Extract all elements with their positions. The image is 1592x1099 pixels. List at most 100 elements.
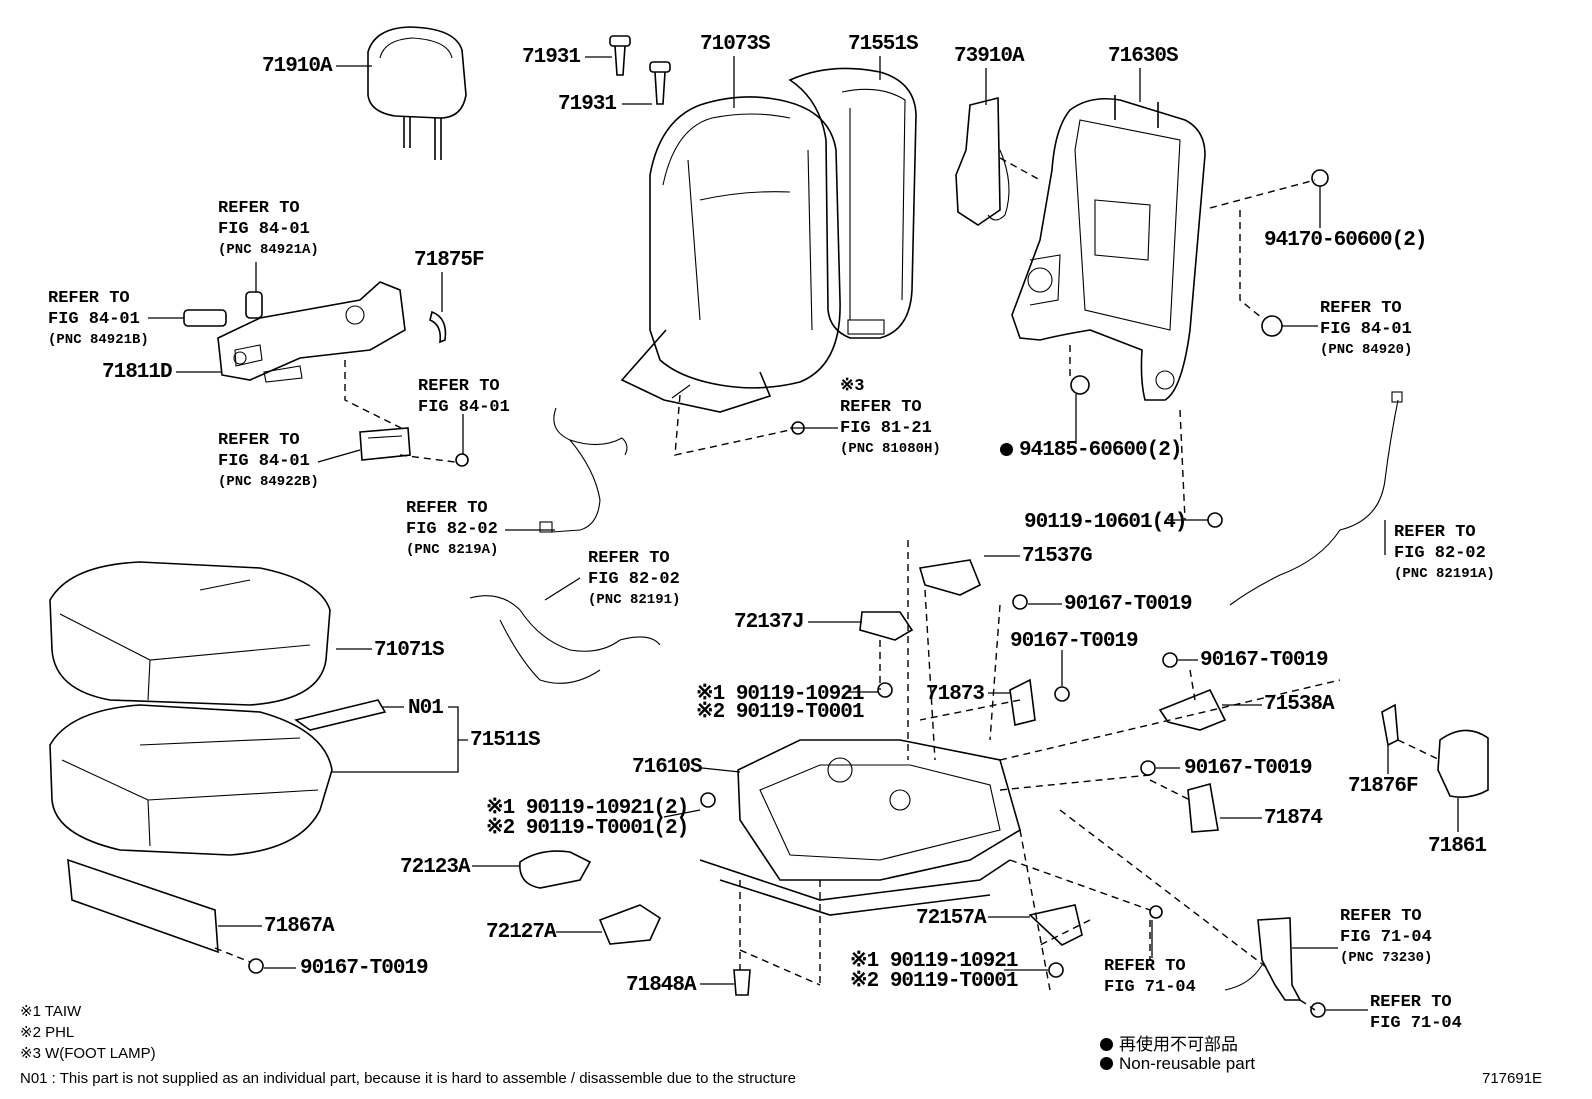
part-number-71071S[interactable]: 71071S <box>374 639 445 662</box>
refer-line: REFER TO <box>418 377 500 396</box>
part-number-71875F[interactable]: 71875F <box>414 249 485 272</box>
part-number-71511S[interactable]: 71511S <box>470 729 541 752</box>
part-number-90167-T0019-d[interactable]: 90167-T0019 <box>1184 757 1313 780</box>
recliner-cover-drawing <box>217 281 406 383</box>
mark-1: ※1 <box>696 683 725 706</box>
part-number-text: 90119-10921 <box>889 950 1019 973</box>
part-number-71874[interactable]: 71874 <box>1264 807 1323 830</box>
part-number-90167-T0019-b[interactable]: 90167-T0019 <box>1010 630 1139 653</box>
part-number-text: 90119-10921 <box>735 683 865 706</box>
refer-line: FIG 82-02 <box>1394 544 1486 563</box>
leader-lines <box>148 56 1459 1011</box>
part-number-71876F[interactable]: 71876F <box>1348 775 1419 798</box>
seatback-frame-drawing <box>1011 95 1206 401</box>
part-number-71537G[interactable]: 71537G <box>1022 545 1093 568</box>
refer-line: FIG 81-21 <box>840 419 932 438</box>
seatback-board-drawing <box>788 67 917 339</box>
refer-to-fig-82-02-a[interactable]: REFER TO FIG 82-02 (PNC 8219A) <box>406 498 498 561</box>
pnc-line: (PNC 81080H) <box>840 441 941 457</box>
part-number-72127A[interactable]: 72127A <box>486 921 557 944</box>
part-number-71931-lower[interactable]: 71931 <box>558 93 617 116</box>
part-number-71610S[interactable]: 71610S <box>632 756 703 779</box>
refer-line: REFER TO <box>1104 957 1186 976</box>
part-number-71910A[interactable]: 71910A <box>262 55 333 78</box>
refer-line: REFER TO <box>406 499 488 518</box>
part-number-72157A[interactable]: 72157A <box>916 907 987 930</box>
cushion-shield-drawing <box>67 858 264 974</box>
pnc-line: (PNC 73230) <box>1340 950 1433 966</box>
footnote-1: ※1 TAIW <box>20 1003 82 1020</box>
part-number-90119-10921-a[interactable]: ※1 90119-10921 <box>696 683 865 706</box>
refer-line: REFER TO <box>1320 299 1402 318</box>
part-number-72137J[interactable]: 72137J <box>734 611 805 634</box>
refer-line: FIG 82-02 <box>406 520 498 539</box>
refer-line: FIG 82-02 <box>588 570 680 589</box>
refer-line: REFER TO <box>588 549 670 568</box>
refer-to-fig-84-01-e[interactable]: REFER TO FIG 84-01 (PNC 84920) <box>1320 298 1412 361</box>
switch-knobs <box>183 291 447 344</box>
refer-line: FIG 84-01 <box>1320 320 1412 339</box>
part-number-73910A[interactable]: 73910A <box>954 45 1025 68</box>
refer-line: FIG 84-01 <box>218 452 310 471</box>
pnc-line: (PNC 8219A) <box>406 542 499 558</box>
refer-line: FIG 71-04 <box>1104 978 1196 997</box>
footnote-n01: N01 : This part is not supplied as an in… <box>20 1070 796 1087</box>
legend-en-text: Non-reusable part <box>1119 1054 1256 1073</box>
refer-to-fig-71-04-a[interactable]: REFER TO FIG 71-04 <box>1104 956 1196 998</box>
seatback-cover-drawing <box>620 96 841 413</box>
non-reusable-dot-icon <box>1000 443 1013 456</box>
part-number-71538A[interactable]: 71538A <box>1264 693 1335 716</box>
mark-2: ※2 <box>850 970 879 993</box>
part-number-90119-10921-2[interactable]: ※1 90119-10921(2) <box>486 797 689 820</box>
part-number-71873[interactable]: 71873 <box>926 683 985 706</box>
part-number-90167-T0019-e[interactable]: 90167-T0019 <box>300 957 429 980</box>
part-number-94170-60600[interactable]: 94170-60600(2) <box>1264 229 1427 252</box>
part-number-71867A[interactable]: 71867A <box>264 915 335 938</box>
part-number-N01[interactable]: N01 <box>408 697 444 720</box>
non-reusable-dot-icon <box>1100 1038 1113 1051</box>
mark-2: ※2 <box>486 817 515 840</box>
part-number-90119-T0001-2[interactable]: ※2 90119-T0001(2) <box>486 817 689 840</box>
part-number-90119-T0001-b[interactable]: ※2 90119-T0001 <box>850 970 1019 993</box>
refer-to-fig-84-01-c[interactable]: REFER TO FIG 84-01 <box>418 376 510 418</box>
part-number-71848A[interactable]: 71848A <box>626 974 697 997</box>
seat-adjuster-drawing <box>699 739 1021 916</box>
bracket-parts <box>519 559 1489 1001</box>
mark-3: ※3 <box>840 377 865 396</box>
fasteners <box>700 169 1329 1018</box>
part-number-71073S[interactable]: 71073S <box>700 33 771 56</box>
part-number-90167-T0019-c[interactable]: 90167-T0019 <box>1200 649 1329 672</box>
part-number-90119-T0001-a[interactable]: ※2 90119-T0001 <box>696 702 864 723</box>
part-number-90167-T0019-a[interactable]: 90167-T0019 <box>1064 593 1193 616</box>
legend-jp: 再使用不可部品 <box>1100 1030 1238 1055</box>
wire-harnesses <box>469 391 1403 684</box>
mark-1: ※1 <box>486 797 515 820</box>
part-number-71861[interactable]: 71861 <box>1428 835 1487 858</box>
refer-line: REFER TO <box>1340 907 1422 926</box>
cushion-cover-drawing <box>49 561 331 706</box>
part-number-90119-10921-b[interactable]: ※1 90119-10921 <box>850 950 1019 973</box>
diagram-code: 717691E <box>1482 1070 1543 1087</box>
part-number-94185-60600[interactable]: 94185-60600(2) <box>1000 440 1182 461</box>
part-number-text: 90119-T0001 <box>889 970 1019 993</box>
part-number-71551S[interactable]: 71551S <box>848 33 919 56</box>
part-number-71931-upper[interactable]: 71931 <box>522 46 581 69</box>
part-number-71630S[interactable]: 71630S <box>1108 45 1179 68</box>
pnc-line: (PNC 84920) <box>1320 342 1413 358</box>
part-number-71811D[interactable]: 71811D <box>102 361 173 384</box>
refer-line: REFER TO <box>48 289 130 308</box>
switch-part <box>359 427 469 467</box>
part-number-90119-10601[interactable]: 90119-10601(4) <box>1024 511 1187 534</box>
part-number-72123A[interactable]: 72123A <box>400 856 471 879</box>
part-number-text: 90119-T0001(2) <box>525 817 689 840</box>
refer-line: FIG 84-01 <box>418 398 510 417</box>
pnc-line: (PNC 84921A) <box>218 242 319 258</box>
